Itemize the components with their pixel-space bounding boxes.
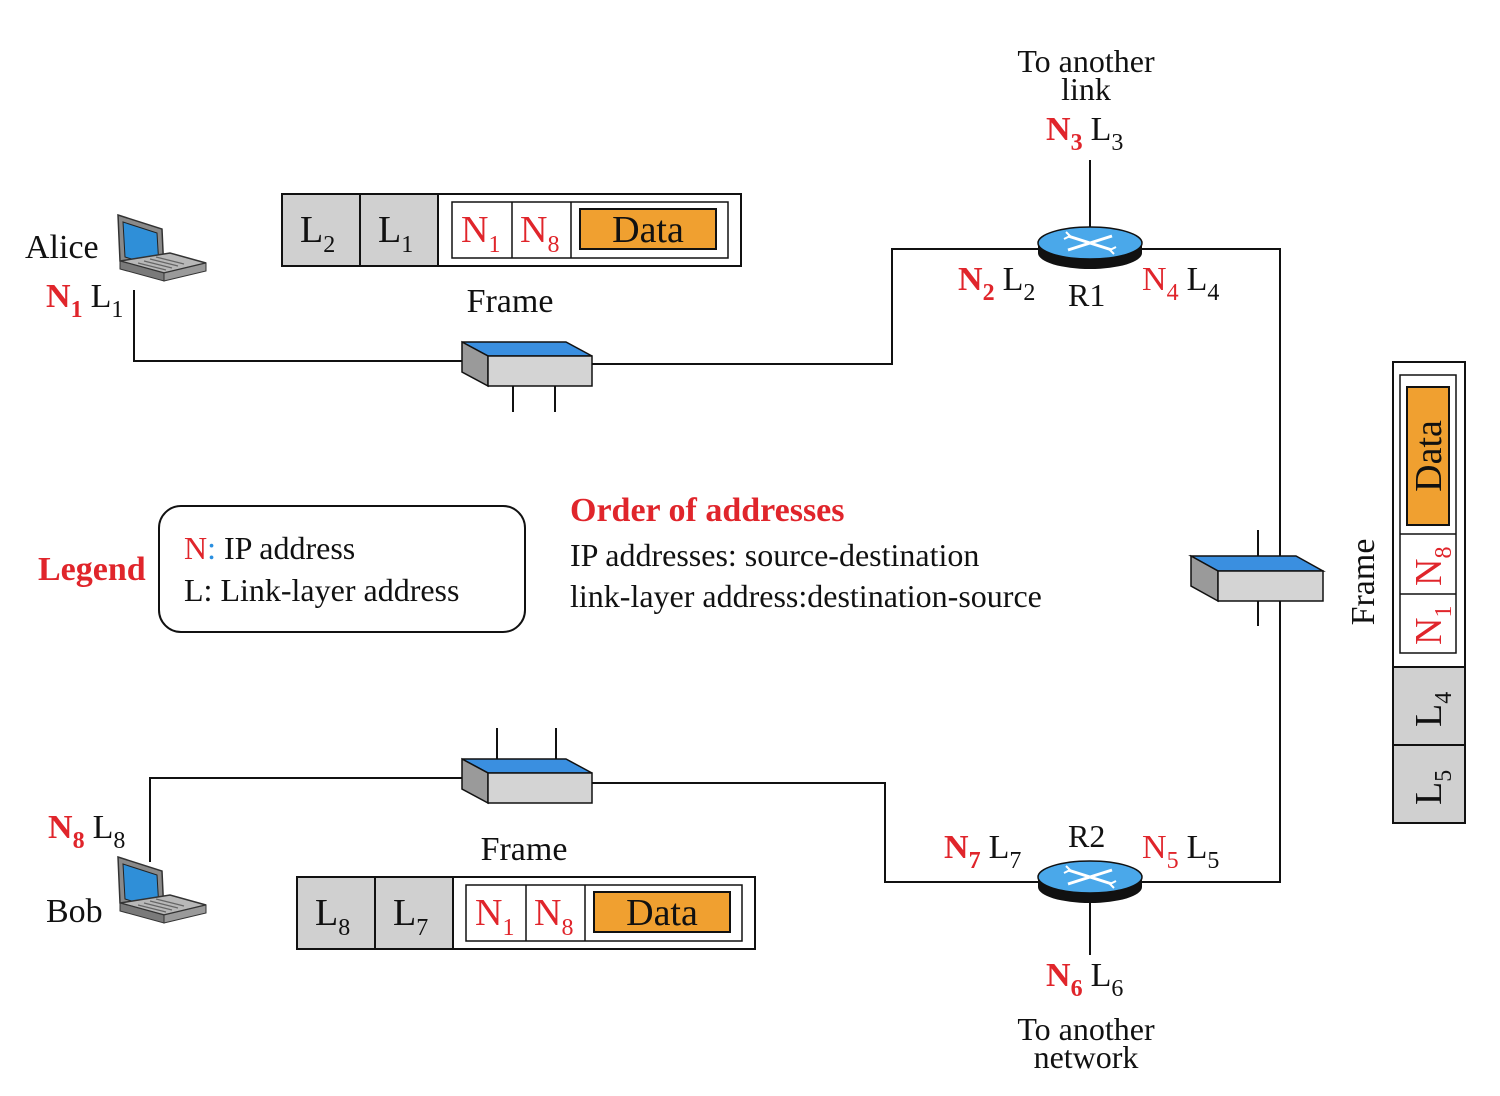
legend-n-line: N: IP address xyxy=(184,530,355,566)
frame-top-dst: L2 xyxy=(300,209,335,258)
frame-top: L2 L1 N1 N8 Data xyxy=(281,193,742,267)
legend-box xyxy=(158,505,526,633)
bob-label: Bob xyxy=(46,893,103,930)
frame-bottom-label: Frame xyxy=(481,831,568,868)
frame-right: Data N8 N1 L4 L5 xyxy=(1392,361,1466,824)
legend-l-line: L: Link-layer address xyxy=(184,572,459,608)
frame-right-ip-dst: N8 xyxy=(1408,547,1457,586)
wire-switch3-bob xyxy=(149,777,462,862)
frame-top-src: L1 xyxy=(378,209,413,258)
wire-switch1-r1 xyxy=(592,248,1040,365)
frame-bottom-dst: L8 xyxy=(315,892,350,941)
router-r2-icon xyxy=(1037,860,1143,903)
frame-top-data: Data xyxy=(612,209,684,251)
frame-bottom-src: L7 xyxy=(393,892,428,941)
r1-label: R1 xyxy=(1068,277,1105,313)
r2-label: R2 xyxy=(1068,818,1105,854)
frame-right-src: L4 xyxy=(1408,692,1457,727)
order-line1: IP addresses: source-destination xyxy=(570,537,979,573)
r1-top-caption-line2: link xyxy=(1061,71,1111,107)
frame-right-data: Data xyxy=(1408,420,1450,492)
laptop-bob-icon xyxy=(117,855,207,924)
frame-top-ip-src: N1 xyxy=(461,209,500,258)
legend-title: Legend xyxy=(38,551,146,588)
frame-bottom-data: Data xyxy=(626,892,698,934)
frame-right-dst: L5 xyxy=(1408,770,1457,805)
frame-right-label: Frame xyxy=(1345,539,1382,626)
order-title: Order of addresses xyxy=(570,492,845,529)
frame-top-ip-dst: N8 xyxy=(520,209,559,258)
frame-right-ip-src: N1 xyxy=(1408,606,1457,645)
frame-bottom-ip-dst: N8 xyxy=(534,892,573,941)
order-line2: link-layer address:destination-source xyxy=(570,578,1042,614)
frame-top-label: Frame xyxy=(467,283,554,320)
router-r1-icon xyxy=(1037,226,1143,269)
switch-bottom-icon xyxy=(461,728,593,805)
alice-label: Alice xyxy=(25,229,99,266)
laptop-alice-icon xyxy=(117,213,207,282)
r1-top-caption-line1: To another xyxy=(1017,43,1155,79)
wire-r2-switch3 xyxy=(592,782,1040,883)
switch-top-icon xyxy=(461,340,593,412)
wire-alice-switch1 xyxy=(133,290,462,362)
r2-bottom-caption-line1: To another xyxy=(1017,1011,1155,1047)
r2-bottom-caption-line2: network xyxy=(1034,1039,1139,1075)
switch-right-icon xyxy=(1188,530,1326,626)
frame-bottom: L8 L7 N1 N8 Data xyxy=(296,876,756,950)
frame-bottom-ip-src: N1 xyxy=(475,892,514,941)
